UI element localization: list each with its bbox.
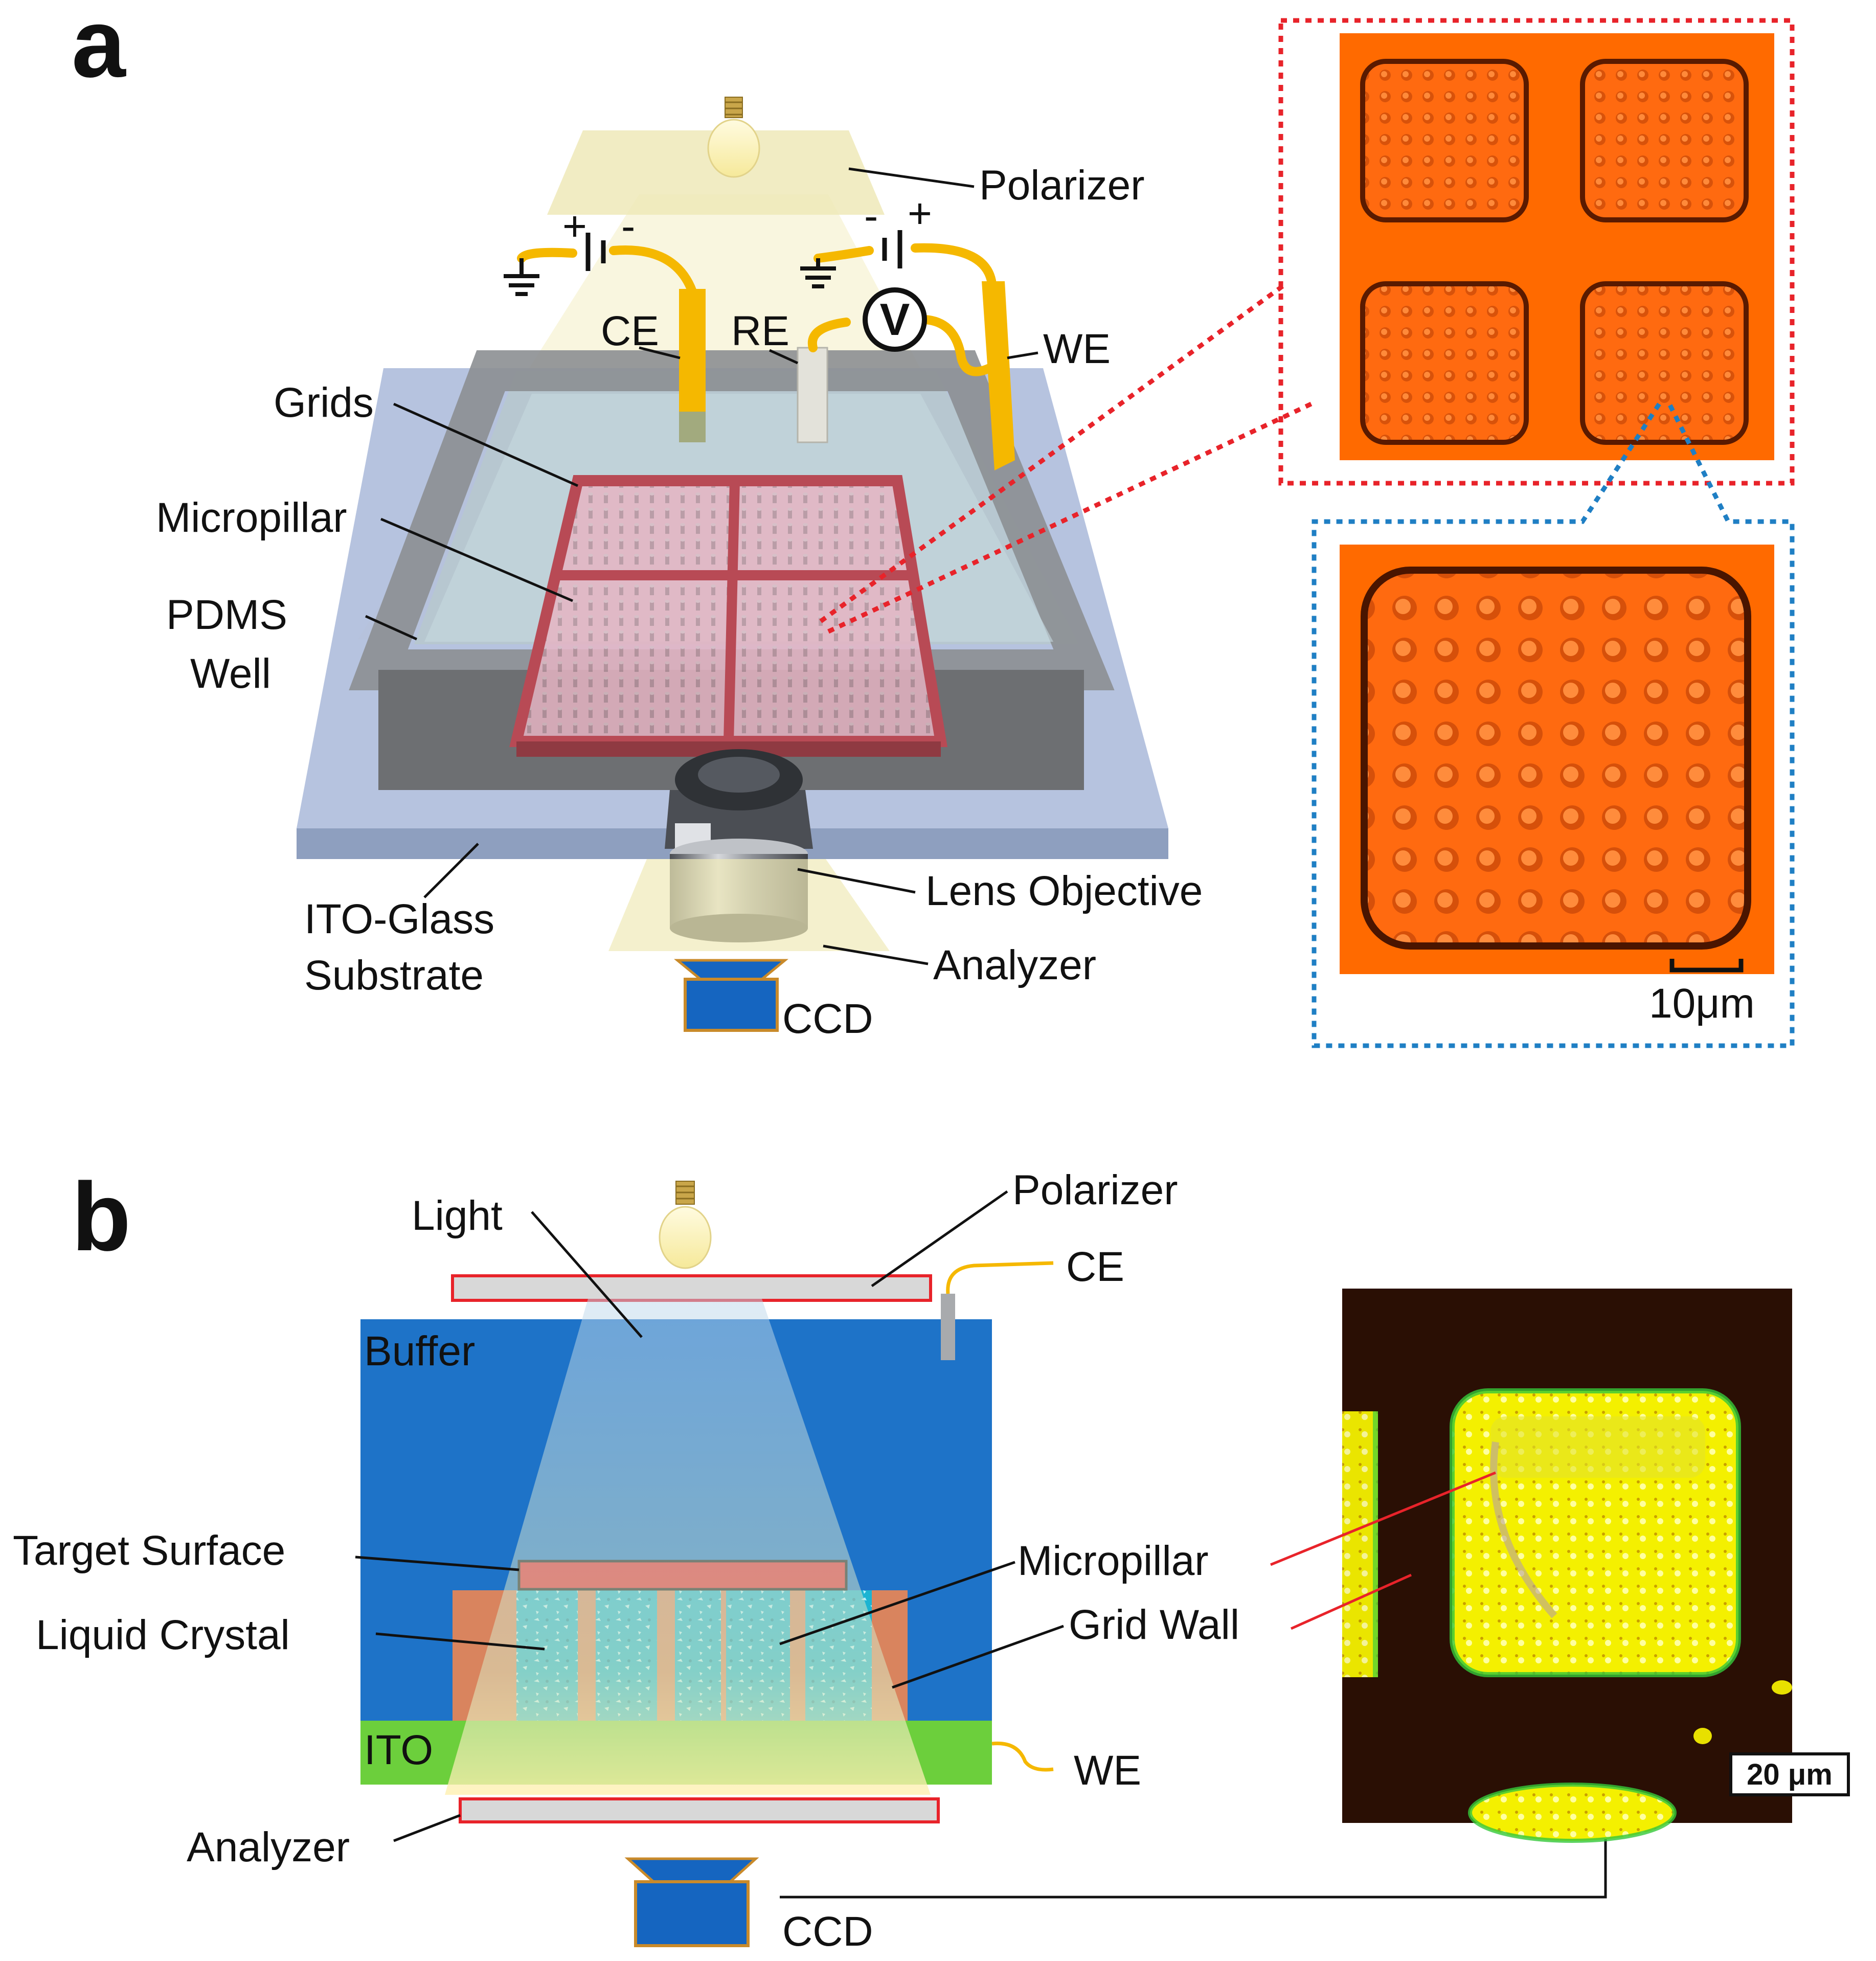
panel-b-letter: b (72, 1163, 131, 1271)
battery-icon-right (882, 230, 902, 268)
leader-target-surface (355, 1556, 519, 1571)
zoom-connector-red (819, 282, 1318, 634)
analyzer-plate-b (459, 1797, 940, 1823)
working-electrode-a (982, 281, 1015, 470)
label-polarizer-a: Polarizer (979, 162, 1145, 209)
micrograph-overview (1278, 18, 1795, 486)
label-liquid-crystal: Liquid Crystal (36, 1612, 290, 1658)
leader-grid-wall-image (1290, 1573, 1412, 1630)
reference-electrode-a (797, 347, 828, 443)
leader-re-a (769, 349, 799, 365)
working-electrode-wire-b (991, 1741, 1054, 1772)
leader-micropillar-image (1270, 1471, 1496, 1566)
light-bulb-icon-b (659, 1181, 712, 1269)
label-micropillar-a: Micropillar (156, 494, 347, 541)
label-target-surface: Target Surface (13, 1527, 285, 1574)
leader-polarizer-b (871, 1190, 1008, 1288)
label-pdms-line1: PDMS (166, 592, 287, 638)
label-we-b: WE (1074, 1747, 1141, 1794)
leader-we-a (1007, 351, 1038, 359)
label-pdms-line2: Well (190, 650, 271, 697)
micrograph-polarized: 20 μm (1270, 1289, 1850, 1843)
leader-micropillar-b (779, 1561, 1015, 1646)
label-ito-b: ITO (364, 1727, 433, 1773)
leader-ito-a (423, 843, 479, 898)
label-we-a: WE (1043, 326, 1111, 372)
label-plus-left: + (562, 203, 587, 250)
label-plus-right: + (908, 190, 932, 237)
leader-micropillar-a (380, 517, 573, 602)
leader-pdms-a (365, 615, 418, 641)
label-ce-b: CE (1066, 1244, 1124, 1290)
leader-grids-a (393, 402, 579, 487)
label-grid-wall-b: Grid Wall (1069, 1602, 1239, 1648)
label-grids-a: Grids (274, 379, 374, 426)
label-ccd-b: CCD (782, 1908, 873, 1955)
label-scale-20um: 20 μm (1747, 1758, 1833, 1791)
leader-polarizer-a (848, 167, 975, 188)
light-bulb-icon (707, 97, 760, 178)
label-micropillar-b: Micropillar (1018, 1538, 1209, 1584)
leader-liquid-crystal (375, 1632, 545, 1651)
leader-lens-objective (797, 868, 916, 894)
leader-grid-wall-b (892, 1625, 1064, 1689)
counter-electrode-b (941, 1261, 1054, 1360)
scale-bar-10um (1669, 959, 1744, 973)
label-buffer: Buffer (364, 1328, 475, 1374)
label-lens-objective: Lens Objective (925, 868, 1203, 914)
ground-icon-left (504, 258, 539, 296)
counter-electrode-a (679, 289, 706, 442)
ground-icon-right (800, 258, 836, 288)
label-ito-line1: ITO-Glass (304, 896, 494, 942)
label-scale-10um: 10μm (1649, 980, 1755, 1027)
polarizer-plate-a (547, 130, 885, 215)
leader-analyzer-a (823, 944, 929, 965)
label-ito-line2: Substrate (304, 952, 484, 999)
battery-icon-left (585, 233, 606, 271)
label-ccd-a: CCD (782, 996, 873, 1042)
ccd-to-image-arrow (780, 1831, 1607, 1899)
label-minus-left: - (621, 203, 635, 250)
analyzer-plate-a (608, 859, 890, 951)
label-ce-a: CE (601, 308, 659, 354)
label-analyzer-a: Analyzer (933, 942, 1096, 988)
ccd-camera-a (674, 959, 788, 1032)
circuit-wires-a (517, 243, 997, 376)
label-re-a: RE (731, 308, 789, 354)
voltmeter-label: V (880, 294, 910, 345)
micropillar-grids-a (509, 475, 947, 757)
label-light-b: Light (412, 1192, 503, 1239)
leader-ce-a (639, 346, 681, 359)
leader-analyzer-b (393, 1814, 461, 1842)
label-minus-right: - (864, 193, 878, 239)
polarizer-plate-b (451, 1274, 932, 1302)
voltmeter-icon: V (863, 287, 927, 352)
light-beam-b (445, 1299, 931, 1795)
ccd-camera-b (624, 1857, 759, 1947)
label-analyzer-b: Analyzer (187, 1824, 350, 1870)
panel-a-letter: a (72, 0, 126, 98)
leader-light-b (531, 1211, 643, 1338)
label-polarizer-b: Polarizer (1012, 1167, 1178, 1213)
micrograph-zoom: 10μm (1312, 402, 1795, 1048)
